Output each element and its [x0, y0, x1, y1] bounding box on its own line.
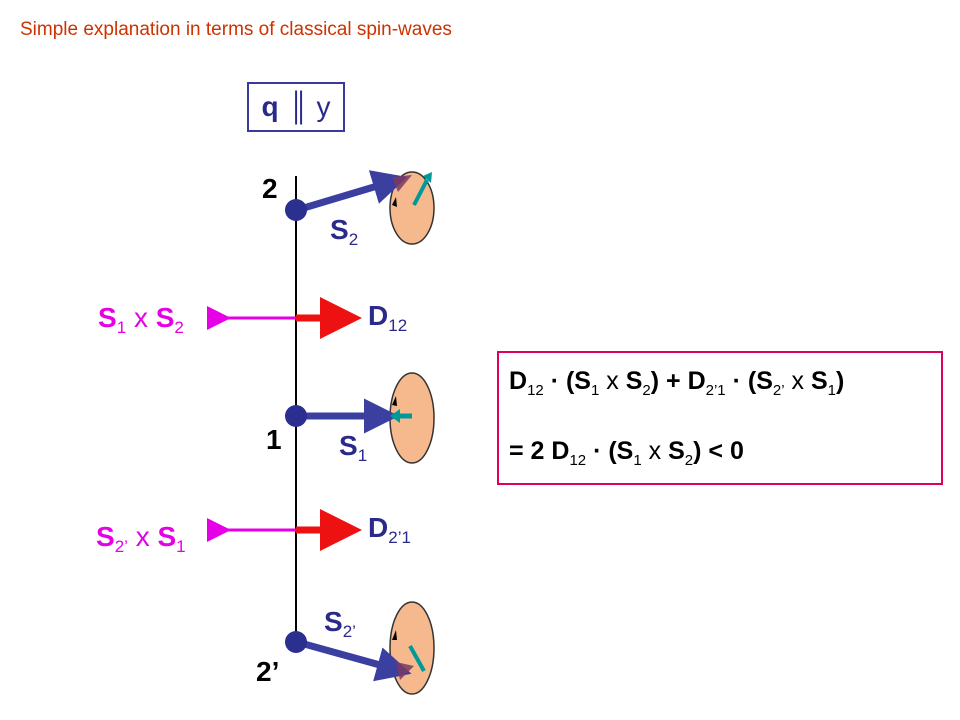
cross1-b-sub: 2: [174, 318, 184, 337]
eq2-t4s: 2: [684, 452, 694, 469]
dm-label-12: D12: [368, 300, 408, 335]
cross1-b: S: [155, 302, 175, 333]
eq2-t3: x: [641, 437, 669, 465]
site-label-2: 2: [262, 173, 278, 204]
equation-line-1: D12 · (S1 x S2) + D2’1 · (S2’ x S1): [509, 367, 845, 399]
eq1-t2s: 1: [590, 382, 600, 399]
atom-site-1: [285, 405, 307, 427]
spin-s2-base: S: [330, 214, 349, 245]
site-label-1: 1: [266, 424, 282, 455]
spin-label-s1: S1: [339, 430, 368, 465]
cross-label-1: S1 x S2: [98, 302, 184, 337]
eq2-t1: = 2 D: [509, 437, 570, 465]
eq2-t4: S: [668, 437, 685, 465]
cross2-a-sub: 2’: [114, 537, 128, 556]
equation-line-2: = 2 D12 · (S1 x S2) < 0: [509, 437, 744, 469]
parallel-symbol: ║: [288, 91, 309, 122]
spin-vector-2p: [296, 638, 412, 682]
dm-12-sub: 12: [388, 316, 408, 335]
tip-motion-arrow-2: [412, 179, 429, 206]
equation-box: D12 · (S1 x S2) + D2’1 · (S2’ x S1) = 2 …: [497, 351, 943, 485]
eq1-t7: x: [784, 367, 811, 395]
atom-site-2: [285, 199, 307, 221]
spin-s1-base: S: [339, 430, 358, 461]
cross2-op: x: [135, 521, 150, 552]
eq1-t5s: 2’1: [705, 382, 726, 399]
cross1-op: x: [133, 302, 148, 333]
spin-tip-2p: [396, 662, 414, 680]
cross-label-2: S2’ x S1: [96, 521, 186, 556]
cross2-a: S: [96, 521, 115, 552]
cross2-b: S: [157, 521, 177, 552]
cross2-b-sub: 1: [176, 537, 186, 556]
tip-motion-head-2: [423, 172, 432, 183]
dm-12-base: D: [368, 300, 389, 331]
eq2-t2s: 1: [633, 452, 642, 469]
dm-21-base: D: [368, 512, 389, 543]
eq1-t4s: 2: [642, 382, 651, 399]
q-direction-box: q ║ y: [247, 82, 345, 132]
eq1-t8: S: [810, 367, 828, 395]
spin-label-s2: S2: [330, 214, 359, 249]
cross1-a: S: [98, 302, 117, 333]
eq2-t1s: 12: [569, 452, 587, 469]
spin-vector-2: [295, 170, 408, 214]
eq1-t5: ) + D: [650, 367, 706, 395]
eq1-t8s: 1: [827, 382, 836, 399]
eq1-t2: · (S: [543, 367, 591, 395]
cross1-a-sub: 1: [116, 318, 127, 337]
site-label-2p: 2’: [256, 656, 280, 687]
tip-motion-arrow-2p: [408, 645, 426, 672]
eq1-t9: ): [836, 367, 845, 395]
spin-s2p-sub: 2’: [342, 622, 356, 641]
eq1-t6s: 2’: [772, 382, 785, 399]
eq1-t6: · (S: [725, 367, 773, 395]
dm-label-21: D2’1: [368, 512, 411, 547]
dm-21-sub: 2’1: [388, 528, 411, 547]
eq2-t2: · (S: [586, 437, 634, 465]
spin-tip-2: [392, 175, 412, 192]
spin-s1-sub: 1: [357, 446, 368, 465]
spin-label-s2p: S2’: [324, 606, 356, 641]
eq1-t1: D: [509, 367, 528, 395]
tip-motion-head-1: [390, 409, 400, 423]
axis-label: y: [316, 91, 331, 122]
slide-title: Simple explanation in terms of classical…: [20, 19, 452, 40]
spin-s2-sub: 2: [348, 230, 359, 249]
q-symbol: q: [261, 91, 279, 122]
eq1-t1s: 12: [527, 382, 544, 399]
eq1-t4: S: [625, 367, 643, 395]
eq1-t3: x: [599, 367, 626, 395]
atom-site-2p: [285, 631, 307, 653]
spin-s2p-base: S: [324, 606, 343, 637]
precession-arrow-2p: [392, 630, 397, 640]
eq2-t5: ) < 0: [693, 437, 744, 465]
